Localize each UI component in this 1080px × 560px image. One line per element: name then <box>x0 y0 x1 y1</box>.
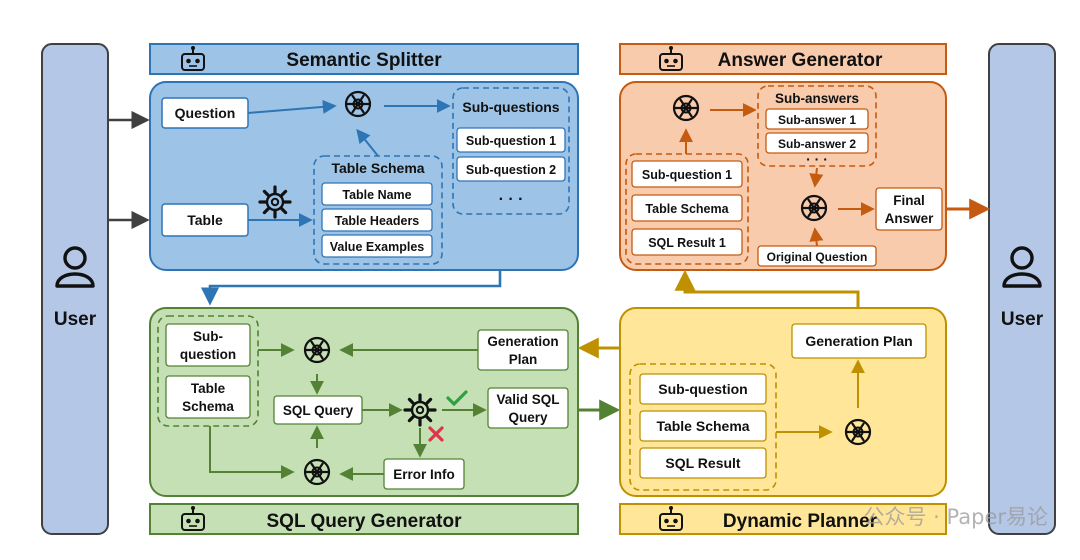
sub-questions-group <box>452 87 570 215</box>
cross-icon <box>428 426 444 442</box>
value-examples-box <box>321 234 433 258</box>
answer-sub-question-label: Sub-question 1 <box>642 168 732 182</box>
arrow-schema-to-llm <box>356 128 379 157</box>
sub-question-2-box <box>456 156 566 182</box>
semantic-splitter-header <box>149 43 579 75</box>
table-name-box <box>321 182 433 206</box>
arrow-planner-to-answer-generator <box>674 269 860 308</box>
original-question-label: Original Question <box>767 250 868 264</box>
sql-sub-question-box <box>165 323 251 367</box>
dynamic-planner-title: Dynamic Planner <box>723 511 878 532</box>
sql-table-schema-box <box>165 375 251 419</box>
planner-generation-plan-label: Generation Plan <box>805 333 912 349</box>
answer-table-schema-label: Table Schema <box>645 202 729 216</box>
table-name-label: Table Name <box>342 188 411 202</box>
value-examples-label: Value Examples <box>330 240 425 254</box>
table-label: Table <box>187 212 223 228</box>
planner-inputs-group <box>629 363 777 491</box>
sql-generator-panel <box>149 307 579 497</box>
sub-answer-2-box <box>765 132 869 154</box>
sub-answers-title: Sub-answers <box>775 91 859 106</box>
sql-generator-header <box>149 503 579 535</box>
user-right-panel: User <box>988 43 1056 535</box>
sql-table-schema-label-1: Table <box>191 381 226 396</box>
final-answer-label-1: Final <box>893 193 925 208</box>
sql-query-label: SQL Query <box>283 403 354 418</box>
sub-question-1-label: Sub-question 1 <box>466 134 556 148</box>
final-answer-box <box>875 187 943 231</box>
planner-generation-plan-box <box>791 323 927 359</box>
watermark-text: 公众号 · Paper易论 <box>864 505 1049 529</box>
sql-generator-title: SQL Query Generator <box>267 511 463 532</box>
valid-sql-label-2: Query <box>508 410 548 425</box>
sql-query-generator-module: SQL Query Generator Sub- question Table … <box>149 307 579 535</box>
sub-answer-2-label: Sub-answer 2 <box>778 137 856 151</box>
planner-sub-question-label: Sub-question <box>658 381 747 397</box>
answer-generator-module: Answer Generator Sub-answers Sub-answer … <box>619 43 947 271</box>
sql-result-1-box <box>631 228 743 256</box>
planner-sql-result-box <box>639 447 767 479</box>
valid-sql-label-1: Valid SQL <box>496 392 559 407</box>
semantic-splitter-module: Semantic Splitter Question Table Table S… <box>149 43 579 271</box>
user-right-label: User <box>1001 309 1044 330</box>
sql-sub-question-label-1: Sub- <box>193 329 223 344</box>
sub-answers-group <box>757 85 877 167</box>
sub-question-2-label: Sub-question 2 <box>466 163 556 177</box>
planner-sub-question-box <box>639 373 767 405</box>
sub-questions-ellipsis: · · · <box>499 191 524 208</box>
arrow-question-to-llm <box>247 99 337 114</box>
sql-sub-question-label-2: question <box>180 347 236 362</box>
semantic-splitter-title: Semantic Splitter <box>286 50 442 71</box>
table-schema-title: Table Schema <box>331 160 424 176</box>
sql-inputs-group <box>157 315 259 427</box>
error-info-label: Error Info <box>393 467 455 482</box>
check-icon <box>446 390 468 407</box>
planner-table-schema-box <box>639 410 767 442</box>
planner-sql-result-label: SQL Result <box>665 455 741 471</box>
question-label: Question <box>175 105 236 121</box>
dynamic-planner-module: Dynamic Planner Generation Plan Sub-ques… <box>619 307 947 535</box>
answer-generator-title: Answer Generator <box>718 50 883 71</box>
sub-questions-title: Sub-questions <box>462 99 559 115</box>
answer-sub-question-box <box>631 160 743 188</box>
answer-table-schema-box <box>631 194 743 222</box>
arrow-splitter-to-sql-generator <box>200 270 502 306</box>
sub-answers-ellipsis: · · · <box>806 151 828 167</box>
arrow-question-to-llm2 <box>809 227 824 247</box>
sub-question-1-box <box>456 127 566 153</box>
generation-plan-label-1: Generation <box>487 334 558 349</box>
user-left-panel: User <box>41 43 109 535</box>
planner-table-schema-label: Table Schema <box>656 418 749 434</box>
sub-answer-1-label: Sub-answer 1 <box>778 113 856 127</box>
sql-table-schema-label-2: Schema <box>182 399 234 414</box>
arrow-subanswers-to-llm <box>809 167 824 188</box>
arrow-inputs-to-llm-2 <box>209 426 295 479</box>
valid-sql-query-box <box>487 387 569 429</box>
table-headers-box <box>321 208 433 232</box>
final-answer-label-2: Answer <box>885 211 935 226</box>
user-left-label: User <box>54 309 97 330</box>
sql-result-1-label: SQL Result 1 <box>648 236 726 250</box>
table-headers-label: Table Headers <box>335 214 420 228</box>
sub-answer-1-box <box>765 108 869 130</box>
generation-plan-label-2: Plan <box>509 352 538 367</box>
